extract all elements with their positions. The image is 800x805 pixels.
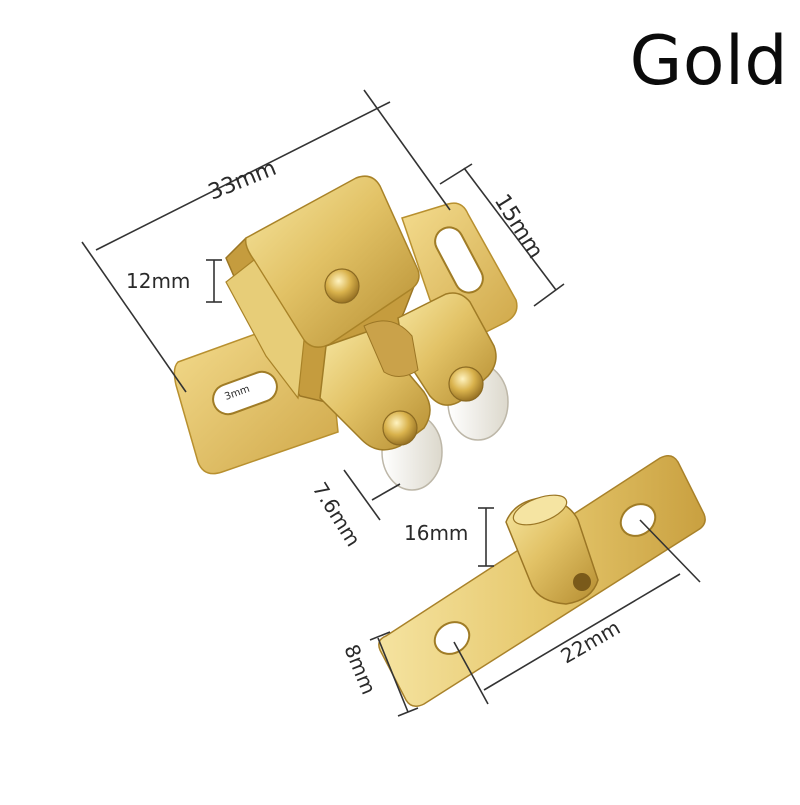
dimension-lines bbox=[81, 89, 701, 717]
dim-label-22mm: 22mm bbox=[557, 615, 625, 668]
dim-label-15mm: 15mm bbox=[489, 190, 548, 263]
roller-gap bbox=[363, 320, 419, 377]
color-title: Gold bbox=[629, 22, 788, 101]
left-slot-hole bbox=[212, 370, 278, 416]
strike-plate bbox=[378, 455, 706, 707]
dim-label-33mm: 33mm bbox=[205, 156, 280, 206]
dim-label-16mm: 16mm bbox=[404, 521, 468, 545]
dim-label-12mm: 12mm bbox=[126, 269, 190, 293]
housing-top bbox=[244, 175, 420, 348]
strike-hole bbox=[433, 621, 471, 655]
housing-front bbox=[225, 259, 305, 400]
strike-pin-hole bbox=[573, 573, 591, 591]
rivet bbox=[324, 268, 360, 304]
right-slot-hole bbox=[434, 226, 484, 294]
rivet bbox=[448, 366, 484, 402]
roller-catch bbox=[173, 175, 518, 491]
strike-pin-top bbox=[512, 494, 568, 526]
rivet bbox=[382, 410, 418, 446]
dim-label-8mm: 8mm bbox=[339, 641, 381, 698]
